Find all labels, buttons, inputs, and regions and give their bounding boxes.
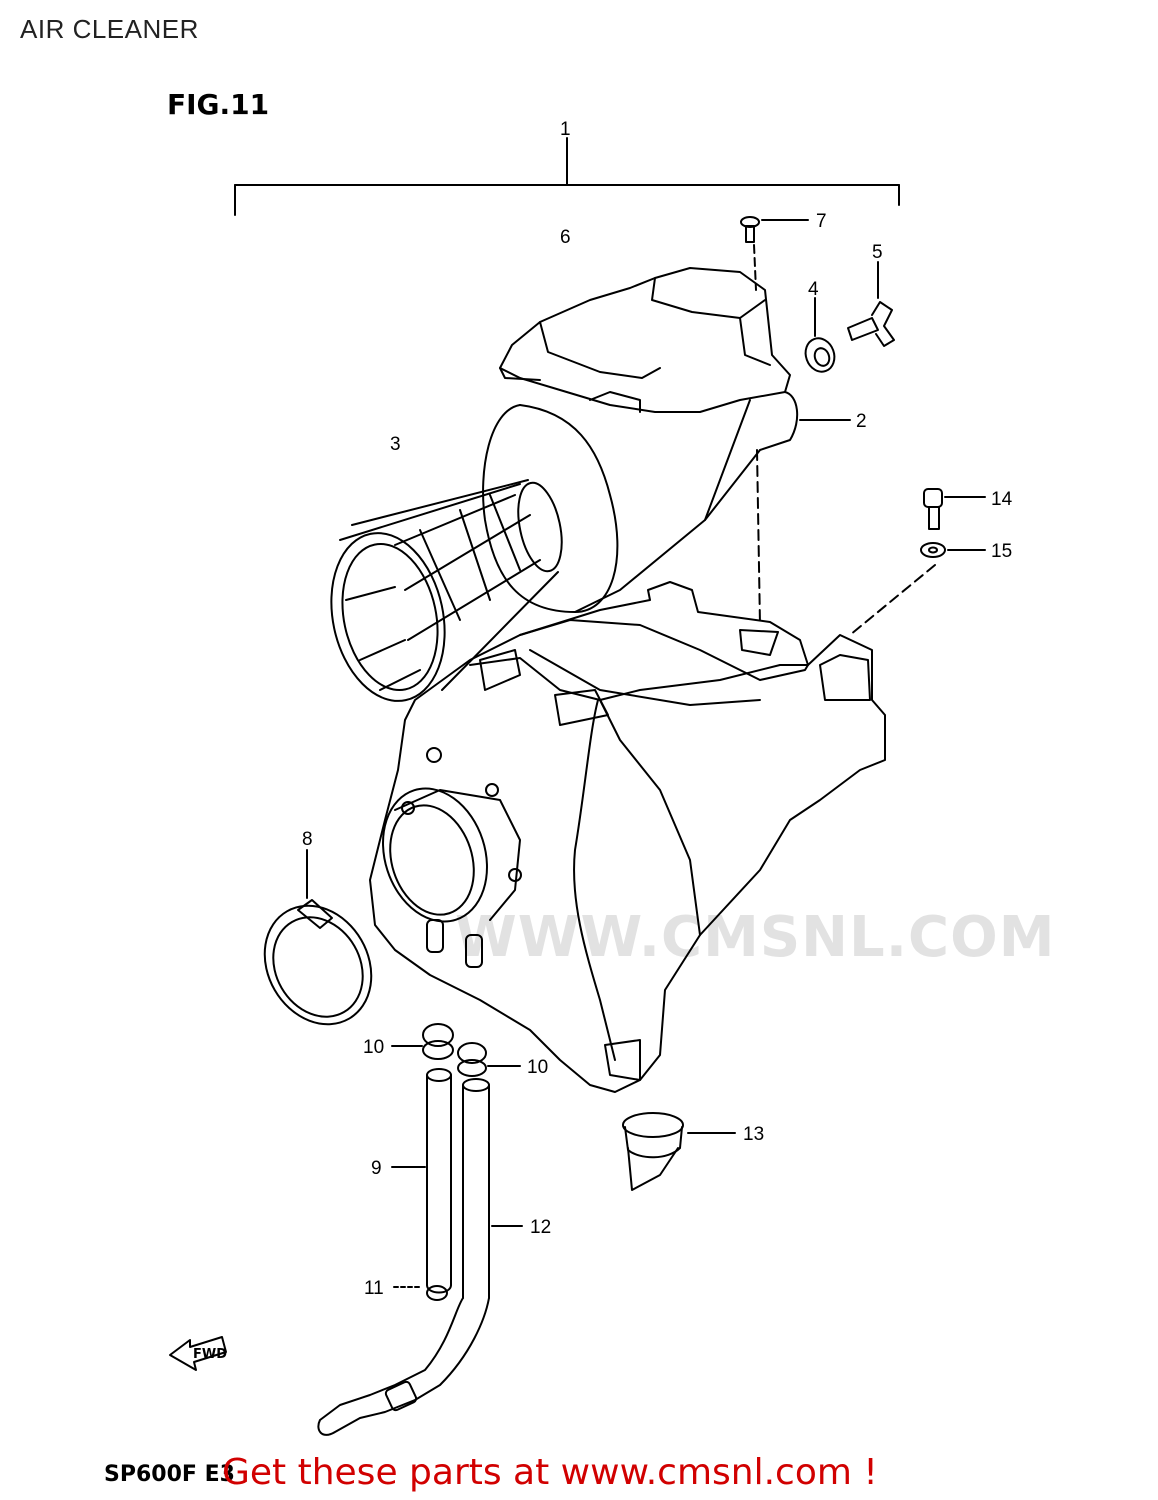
callout-8: 8 xyxy=(302,829,313,850)
callout-11: 11 xyxy=(364,1278,384,1299)
callout-7: 7 xyxy=(816,211,827,232)
callout-9: 9 xyxy=(371,1158,382,1179)
callout-14: 14 xyxy=(991,489,1013,510)
callout-6: 6 xyxy=(560,227,571,248)
part-2-housing-upper[interactable] xyxy=(482,391,799,613)
part-15-washer[interactable] xyxy=(849,542,986,636)
part-8-clamp[interactable] xyxy=(244,849,393,1044)
callout-12: 12 xyxy=(530,1217,551,1238)
watermark-text: WWW.CMSNL.COM xyxy=(455,905,1056,970)
callout-5: 5 xyxy=(872,242,883,263)
callout-10-left: 10 xyxy=(363,1037,384,1058)
callout-4: 4 xyxy=(808,279,819,300)
callout-13: 13 xyxy=(743,1124,764,1145)
part-7-screw[interactable] xyxy=(740,216,809,291)
callout-15: 15 xyxy=(991,541,1012,562)
callout-labels: 1 2 3 4 5 6 7 8 9 10 10 11 12 13 14 15 xyxy=(302,119,1013,1299)
air-cleaner-lower-housing[interactable] xyxy=(366,581,886,1093)
callout-1: 1 xyxy=(560,119,571,140)
assembly-bracket xyxy=(234,137,900,216)
callout-3: 3 xyxy=(390,434,401,455)
part-14-bolt[interactable] xyxy=(923,488,986,530)
part-11-clip[interactable] xyxy=(393,1285,448,1301)
part-3-filter-element[interactable] xyxy=(317,479,569,712)
part-10-clamps[interactable] xyxy=(391,1023,521,1077)
part-6-inlet-cover[interactable] xyxy=(499,267,791,413)
part-13-drain-plug[interactable] xyxy=(622,1112,736,1191)
callout-10-right: 10 xyxy=(527,1057,548,1078)
page-title: AIR CLEANER xyxy=(20,14,199,44)
part-4-grommet[interactable] xyxy=(801,297,839,376)
part-12-drain-tube[interactable] xyxy=(317,1078,523,1436)
part-9-drain-tube[interactable] xyxy=(391,1068,452,1294)
fwd-arrow-icon: FWD xyxy=(169,1336,227,1371)
part-5-wing-bolt[interactable] xyxy=(847,261,895,347)
get-parts-link[interactable]: Get these parts at www.cmsnl.com ! xyxy=(222,1452,878,1493)
model-code: SP600F E3 xyxy=(104,1462,235,1487)
figure-label: FIG.11 xyxy=(167,88,270,121)
callout-2: 2 xyxy=(856,411,867,432)
fwd-label: FWD xyxy=(193,1347,227,1362)
